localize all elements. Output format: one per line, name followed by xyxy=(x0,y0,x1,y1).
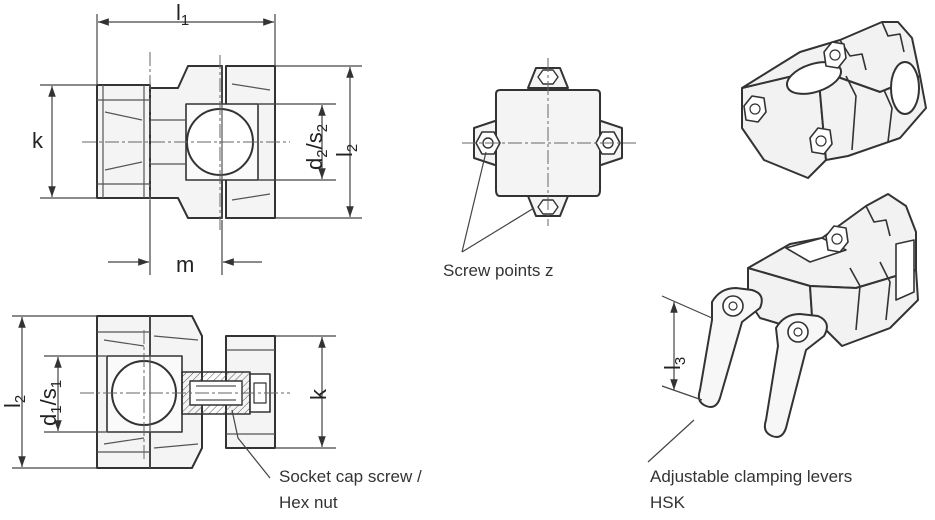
top-view-centerlines xyxy=(462,58,636,226)
screw-points-leaders xyxy=(461,151,535,253)
bottom-view xyxy=(96,315,276,469)
note-hex-nut: Hex nut xyxy=(279,493,338,512)
dimension-label-l3: l3 xyxy=(660,356,689,370)
bottom-view-dimensions xyxy=(12,315,336,479)
dimension-label-m: m xyxy=(176,252,195,277)
bottom-view-centerlines xyxy=(80,330,290,460)
note-hsk: HSK xyxy=(650,493,685,512)
dimension-label-d1-s1: d1/s1 xyxy=(36,379,65,426)
dimension-label-l2-bottom: l2 xyxy=(0,394,29,408)
dimension-label-l2-front: l2 xyxy=(332,143,361,157)
isometric-view-lever-dimensions xyxy=(647,295,713,463)
note-adjustable-clamping-levers: Adjustable clamping levers xyxy=(650,467,853,486)
front-view-detail-lines xyxy=(97,66,275,218)
isometric-view-clamp xyxy=(741,21,927,179)
dimension-label-d2-s2: d2/s2 xyxy=(302,123,331,170)
dimension-label-k-front: k xyxy=(32,128,43,153)
front-view-dimensions xyxy=(40,14,362,275)
dimension-label-k-bottom: k xyxy=(306,389,331,400)
bottom-view-detail-lines xyxy=(97,316,275,468)
note-screw-points: Screw points z xyxy=(443,261,554,280)
note-socket-cap-screw: Socket cap screw / xyxy=(279,467,422,486)
isometric-view-levers xyxy=(697,193,919,438)
dimension-label-l1: l1 xyxy=(176,0,190,29)
